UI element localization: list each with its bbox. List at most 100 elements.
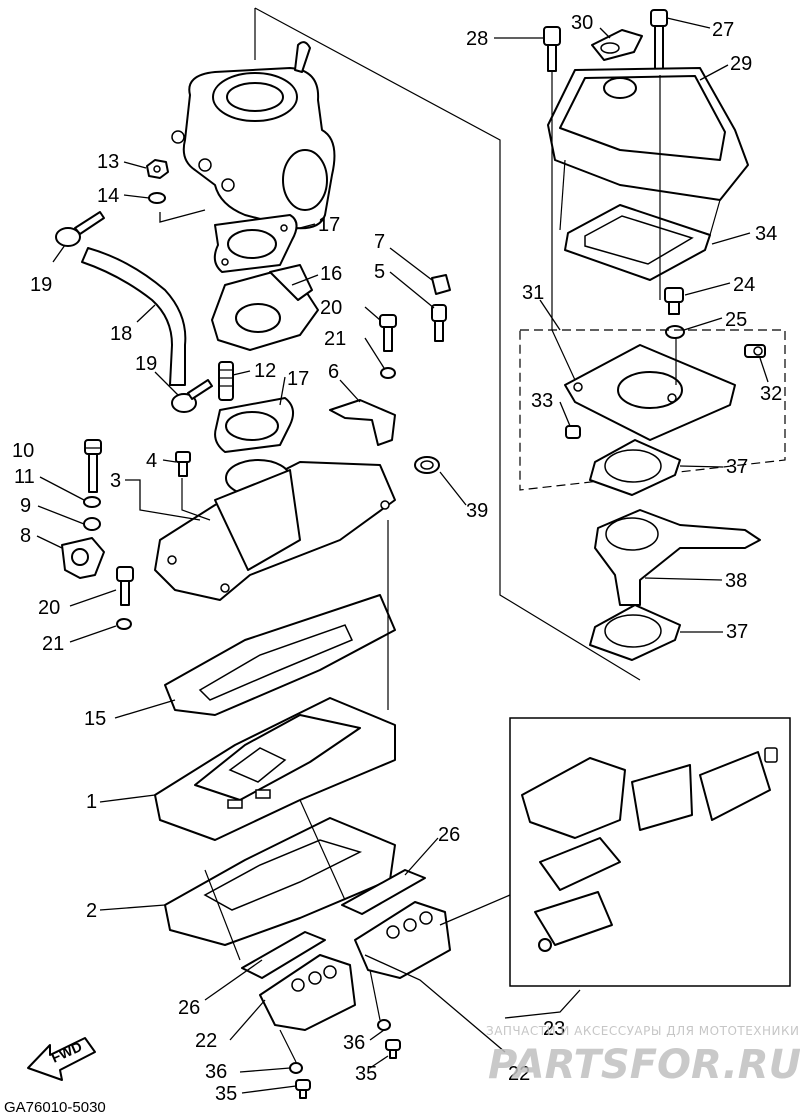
callout-38: 38 bbox=[725, 570, 747, 592]
callout-1: 1 bbox=[86, 791, 97, 813]
callout-20a: 20 bbox=[320, 297, 342, 319]
bracket-38 bbox=[594, 509, 761, 606]
bolt-24 bbox=[664, 287, 684, 315]
callout-15: 15 bbox=[84, 708, 106, 730]
callout-17a: 17 bbox=[318, 214, 340, 236]
cap-7 bbox=[431, 274, 451, 295]
callout-35a: 35 bbox=[215, 1083, 237, 1105]
callout-22a: 22 bbox=[195, 1030, 217, 1052]
callout-9: 9 bbox=[20, 495, 31, 517]
callout-12: 12 bbox=[254, 360, 276, 382]
callout-5: 5 bbox=[374, 261, 385, 283]
callout-39: 39 bbox=[466, 500, 488, 522]
callout-11: 11 bbox=[14, 466, 35, 488]
washer-25 bbox=[665, 325, 685, 339]
washer-36-right bbox=[377, 1019, 391, 1031]
callout-35b: 35 bbox=[355, 1063, 377, 1085]
callout-16: 16 bbox=[320, 263, 342, 285]
screw-35-right bbox=[385, 1039, 401, 1059]
callout-26a: 26 bbox=[438, 824, 460, 846]
leader-lines bbox=[36, 17, 769, 1094]
washer-9 bbox=[83, 517, 101, 531]
nut-13 bbox=[146, 159, 169, 179]
callout-31: 31 bbox=[522, 282, 544, 304]
callout-29: 29 bbox=[730, 53, 752, 75]
callout-4: 4 bbox=[146, 450, 157, 472]
washer-11 bbox=[83, 496, 101, 508]
callout-19a: 19 bbox=[30, 274, 52, 296]
gasket-26-right bbox=[341, 869, 426, 915]
cap-30 bbox=[591, 29, 643, 61]
callout-27: 27 bbox=[712, 19, 734, 41]
callout-37a: 37 bbox=[726, 456, 748, 478]
gasket-34 bbox=[564, 204, 711, 281]
watermark-logo: PARTSFOR.RU bbox=[488, 1042, 800, 1088]
reed-body-1 bbox=[154, 697, 396, 841]
callout-32: 32 bbox=[760, 383, 782, 405]
inset-pointer-23 bbox=[439, 894, 511, 926]
screw-35-left bbox=[295, 1079, 311, 1099]
stud-12 bbox=[218, 361, 234, 401]
callout-2: 2 bbox=[86, 900, 97, 922]
valve-5 bbox=[431, 304, 447, 342]
callout-19b: 19 bbox=[135, 353, 157, 375]
gasket-26-left bbox=[241, 931, 326, 979]
callout-26b: 26 bbox=[178, 997, 200, 1019]
clamp-19-upper bbox=[55, 211, 105, 247]
callout-24: 24 bbox=[733, 274, 755, 296]
callout-14: 14 bbox=[97, 185, 119, 207]
watermark-tagline: ЗАПЧАСТИ И АКСЕССУАРЫ ДЛЯ МОТОТЕХНИКИ bbox=[486, 1024, 800, 1038]
callout-13: 13 bbox=[97, 151, 119, 173]
gasket-15 bbox=[164, 594, 396, 716]
callout-34: 34 bbox=[755, 223, 777, 245]
callout-10: 10 bbox=[12, 440, 34, 462]
plate-31 bbox=[564, 344, 736, 441]
bolt-27 bbox=[650, 9, 668, 75]
bolt-28 bbox=[543, 26, 561, 72]
callout-6: 6 bbox=[328, 361, 339, 383]
bolt-4 bbox=[175, 451, 191, 477]
callout-22b: 22 bbox=[508, 1063, 530, 1085]
callout-7: 7 bbox=[374, 231, 385, 253]
watermark: ЗАПЧАСТИ И АКСЕССУАРЫ ДЛЯ МОТОТЕХНИКИ PA… bbox=[486, 1024, 800, 1088]
callout-20b: 20 bbox=[38, 597, 60, 619]
manifold-3 bbox=[154, 459, 396, 601]
washer-36-left bbox=[289, 1062, 303, 1074]
bolt-20-left bbox=[116, 566, 134, 606]
callout-28: 28 bbox=[466, 28, 488, 50]
callout-3: 3 bbox=[110, 470, 121, 492]
callout-33: 33 bbox=[531, 390, 553, 412]
reed-assembly-22-right bbox=[354, 901, 451, 979]
gasket-17-lower bbox=[214, 397, 295, 453]
gasket-2 bbox=[164, 817, 396, 946]
intake-housing bbox=[171, 41, 336, 230]
gasket-37-lower bbox=[589, 604, 681, 661]
gasket-17-upper bbox=[213, 214, 298, 273]
cover-29 bbox=[547, 67, 749, 201]
right-guides bbox=[551, 72, 721, 385]
washer-21-right bbox=[380, 367, 396, 379]
fitting-32 bbox=[744, 344, 766, 358]
callout-18: 18 bbox=[110, 323, 132, 345]
callout-25: 25 bbox=[725, 309, 747, 331]
washer-14 bbox=[148, 192, 166, 204]
plate-16 bbox=[211, 264, 319, 351]
fwd-arrow-icon bbox=[27, 1037, 96, 1081]
reed-assembly-22-left bbox=[259, 954, 356, 1031]
bracket-8 bbox=[61, 537, 105, 579]
callout-30: 30 bbox=[571, 12, 593, 34]
group-31-outline bbox=[519, 329, 786, 491]
callout-17b: 17 bbox=[287, 368, 309, 390]
clip-39 bbox=[414, 456, 440, 474]
bolt-10 bbox=[84, 439, 102, 493]
gasket-37-upper bbox=[589, 439, 681, 496]
bolt-20-right bbox=[379, 314, 397, 352]
alignment-lines bbox=[181, 478, 389, 1063]
hose-18 bbox=[81, 247, 187, 386]
diagram-code: GA76010-5030 bbox=[4, 1099, 106, 1116]
callout-36a: 36 bbox=[205, 1061, 227, 1083]
callout-21a: 21 bbox=[324, 328, 346, 350]
clamp-19-lower bbox=[171, 379, 213, 413]
callout-8: 8 bbox=[20, 525, 31, 547]
